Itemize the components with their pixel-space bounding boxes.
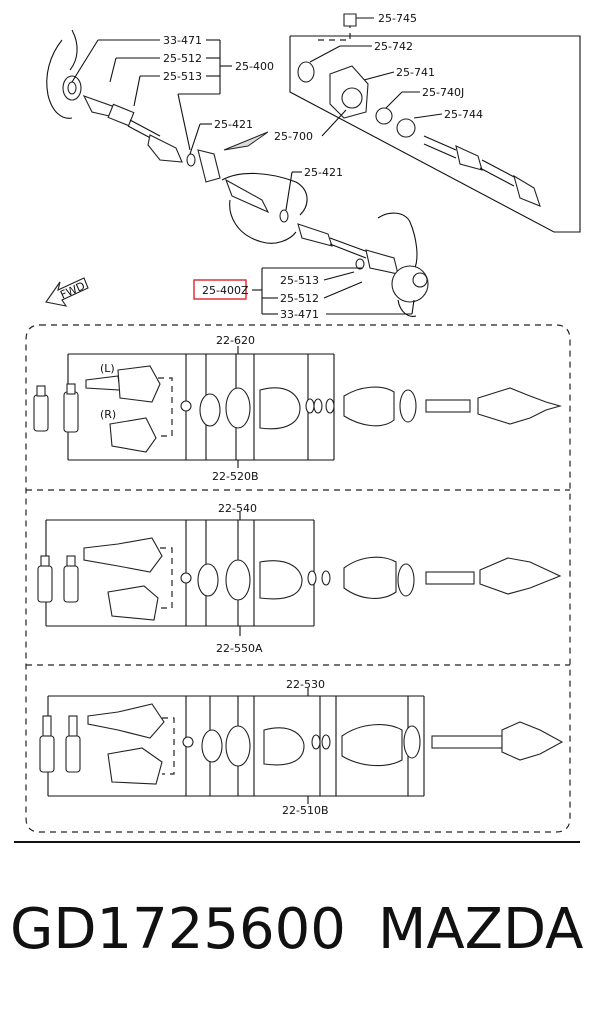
kit1-bottom-label: 22-520B (212, 470, 259, 483)
parts-diagram: FWD (14, 12, 581, 843)
center-shaft (224, 178, 399, 275)
left-shaft (82, 95, 221, 183)
kit-2: 22-540 22-550A (37, 502, 562, 655)
part-number: GD1725600 (10, 897, 346, 962)
transmission-outline (221, 172, 308, 244)
kit1-top-label: 22-620 (216, 334, 255, 347)
label-25-700: 25-700 (274, 130, 313, 143)
label-25-745: 25-745 (378, 12, 417, 25)
left-hub (46, 29, 82, 119)
label-25-740j: 25-740J (422, 86, 464, 99)
kit3-top-label: 22-530 (286, 678, 325, 691)
label-25-512-b: 25-512 (280, 292, 319, 305)
brand-name: MAZDA (378, 897, 584, 962)
right-hub (377, 212, 429, 317)
detail-box-dash (318, 22, 351, 41)
kit3-bottom-label: 22-510B (282, 804, 329, 817)
label-25-513-b: 25-513 (280, 274, 319, 287)
kit-1: 22-620 22-520B (L) (R) (33, 334, 563, 483)
label-25-742: 25-742 (374, 40, 413, 53)
kit-box-outline (25, 324, 571, 833)
label-25-513: 25-513 (163, 70, 202, 83)
kit1-left-tag: (L) (100, 362, 115, 375)
label-25-400z: 25-400Z (202, 284, 249, 297)
kit2-bottom-label: 22-550A (216, 642, 263, 655)
label-33-471: 33-471 (163, 34, 202, 47)
top-label-set: 33-471 25-512 25-513 25-400 25-745 25-74… (163, 12, 483, 321)
label-25-512: 25-512 (163, 52, 202, 65)
fwd-arrow: FWD (45, 277, 89, 307)
label-25-741: 25-741 (396, 66, 435, 79)
detail-box-outline (289, 35, 581, 233)
detail-parts (297, 13, 541, 207)
svg-text:FWD: FWD (58, 279, 87, 301)
label-33-471-b: 33-471 (280, 308, 319, 321)
footer: GD1725600 MAZDA (0, 890, 600, 970)
kit-3: 22-530 22-510B (39, 678, 564, 817)
highlight-box (193, 279, 247, 300)
label-25-421: 25-421 (214, 118, 253, 131)
label-25-421-b: 25-421 (304, 166, 343, 179)
label-25-744: 25-744 (444, 108, 483, 121)
kit1-right-tag: (R) (100, 408, 116, 421)
kit2-top-label: 22-540 (218, 502, 257, 515)
direction-pointer (223, 131, 269, 151)
label-25-400: 25-400 (235, 60, 274, 73)
top-leaders (71, 17, 443, 315)
